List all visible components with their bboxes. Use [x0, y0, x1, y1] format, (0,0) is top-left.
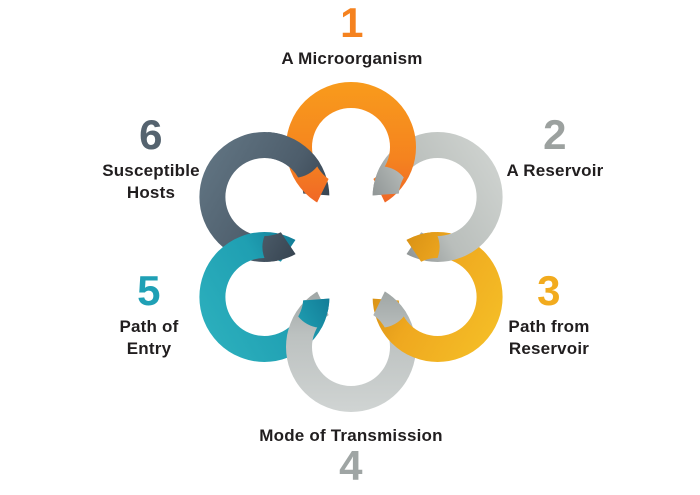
step-5-number: 5 [137, 267, 161, 314]
step-5-label-line: Entry [126, 339, 172, 358]
step-1-label: A Microorganism [222, 48, 482, 70]
step-1-block: 1 A Microorganism [222, 2, 482, 70]
step-1-number: 1 [340, 0, 364, 46]
step-2-block: 2 A Reservoir [425, 114, 685, 182]
step-4-number: 4 [339, 442, 363, 489]
step-1-label-line: A Microorganism [281, 49, 423, 68]
step-5-block: 5 Path of Entry [19, 270, 279, 360]
step-5-label-line: Path of [119, 317, 179, 336]
step-4-block: Mode of Transmission 4 [221, 425, 481, 487]
step-2-label-line: A Reservoir [506, 161, 604, 180]
step-6-block: 6 Susceptible Hosts [21, 114, 281, 204]
step-3-label-line: Path from [508, 317, 590, 336]
step-6-label: Susceptible Hosts [21, 160, 281, 204]
step-5-label: Path of Entry [19, 316, 279, 360]
step-3-number: 3 [537, 267, 561, 314]
step-4-label-line: Mode of Transmission [259, 426, 443, 445]
step-3-label-line: Reservoir [508, 339, 590, 358]
step-3-label: Path from Reservoir [419, 316, 679, 360]
step-6-number: 6 [139, 111, 163, 158]
step-2-label: A Reservoir [425, 160, 685, 182]
step-6-label-line: Susceptible [102, 161, 200, 180]
step-3-block: 3 Path from Reservoir [419, 270, 679, 360]
step-2-number: 2 [543, 111, 567, 158]
step-6-label-line: Hosts [126, 183, 176, 202]
step-4-label: Mode of Transmission [221, 425, 481, 447]
